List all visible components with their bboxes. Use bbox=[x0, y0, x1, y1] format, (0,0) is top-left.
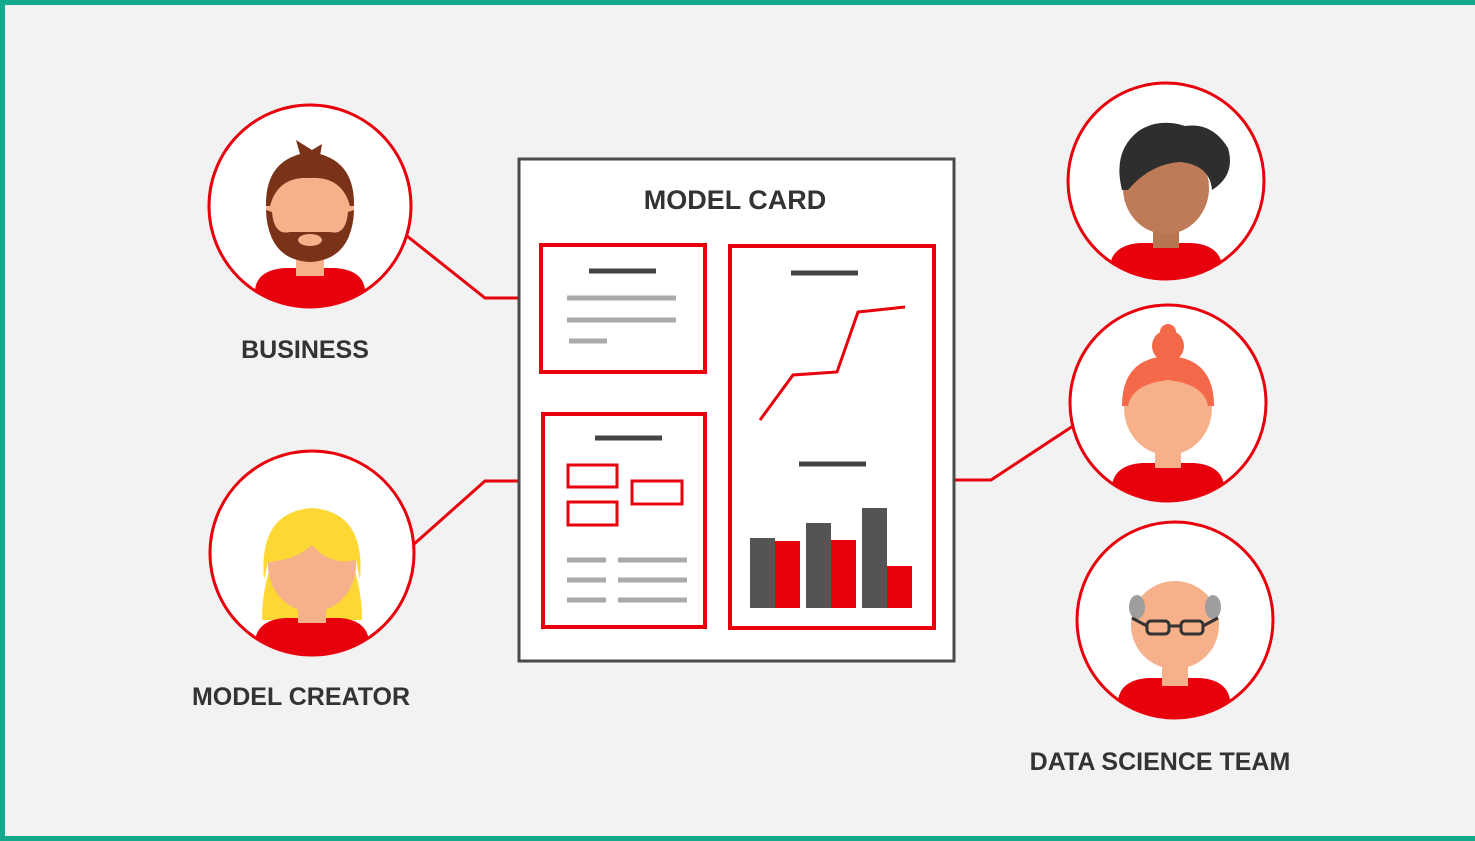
business-label: BUSINESS bbox=[241, 336, 369, 364]
text-panel bbox=[539, 243, 707, 374]
bar-2-series-2 bbox=[831, 540, 856, 608]
data-scientist-1-avatar bbox=[1066, 81, 1266, 281]
bar-3-series-2 bbox=[887, 566, 912, 608]
data-scientist-2-avatar bbox=[1068, 303, 1268, 503]
bar-1-series-2 bbox=[775, 541, 800, 608]
model-creator-avatar bbox=[208, 449, 416, 657]
charts-panel bbox=[728, 244, 936, 630]
model-creator-label: MODEL CREATOR bbox=[191, 683, 411, 711]
bar-2-series-1 bbox=[806, 523, 831, 608]
business-person-avatar bbox=[207, 103, 413, 309]
line-chart-trend bbox=[758, 305, 906, 421]
bar-3-series-1 bbox=[862, 508, 887, 608]
bar-1-series-1 bbox=[750, 538, 775, 608]
data-science-team-label: DATA SCIENCE TEAM bbox=[1029, 748, 1291, 776]
model-card-title: MODEL CARD bbox=[643, 185, 827, 215]
data-scientist-3-avatar bbox=[1075, 520, 1275, 720]
data-science-connector bbox=[936, 424, 1074, 482]
layout-panel bbox=[541, 412, 707, 629]
bar-chart bbox=[750, 508, 912, 608]
